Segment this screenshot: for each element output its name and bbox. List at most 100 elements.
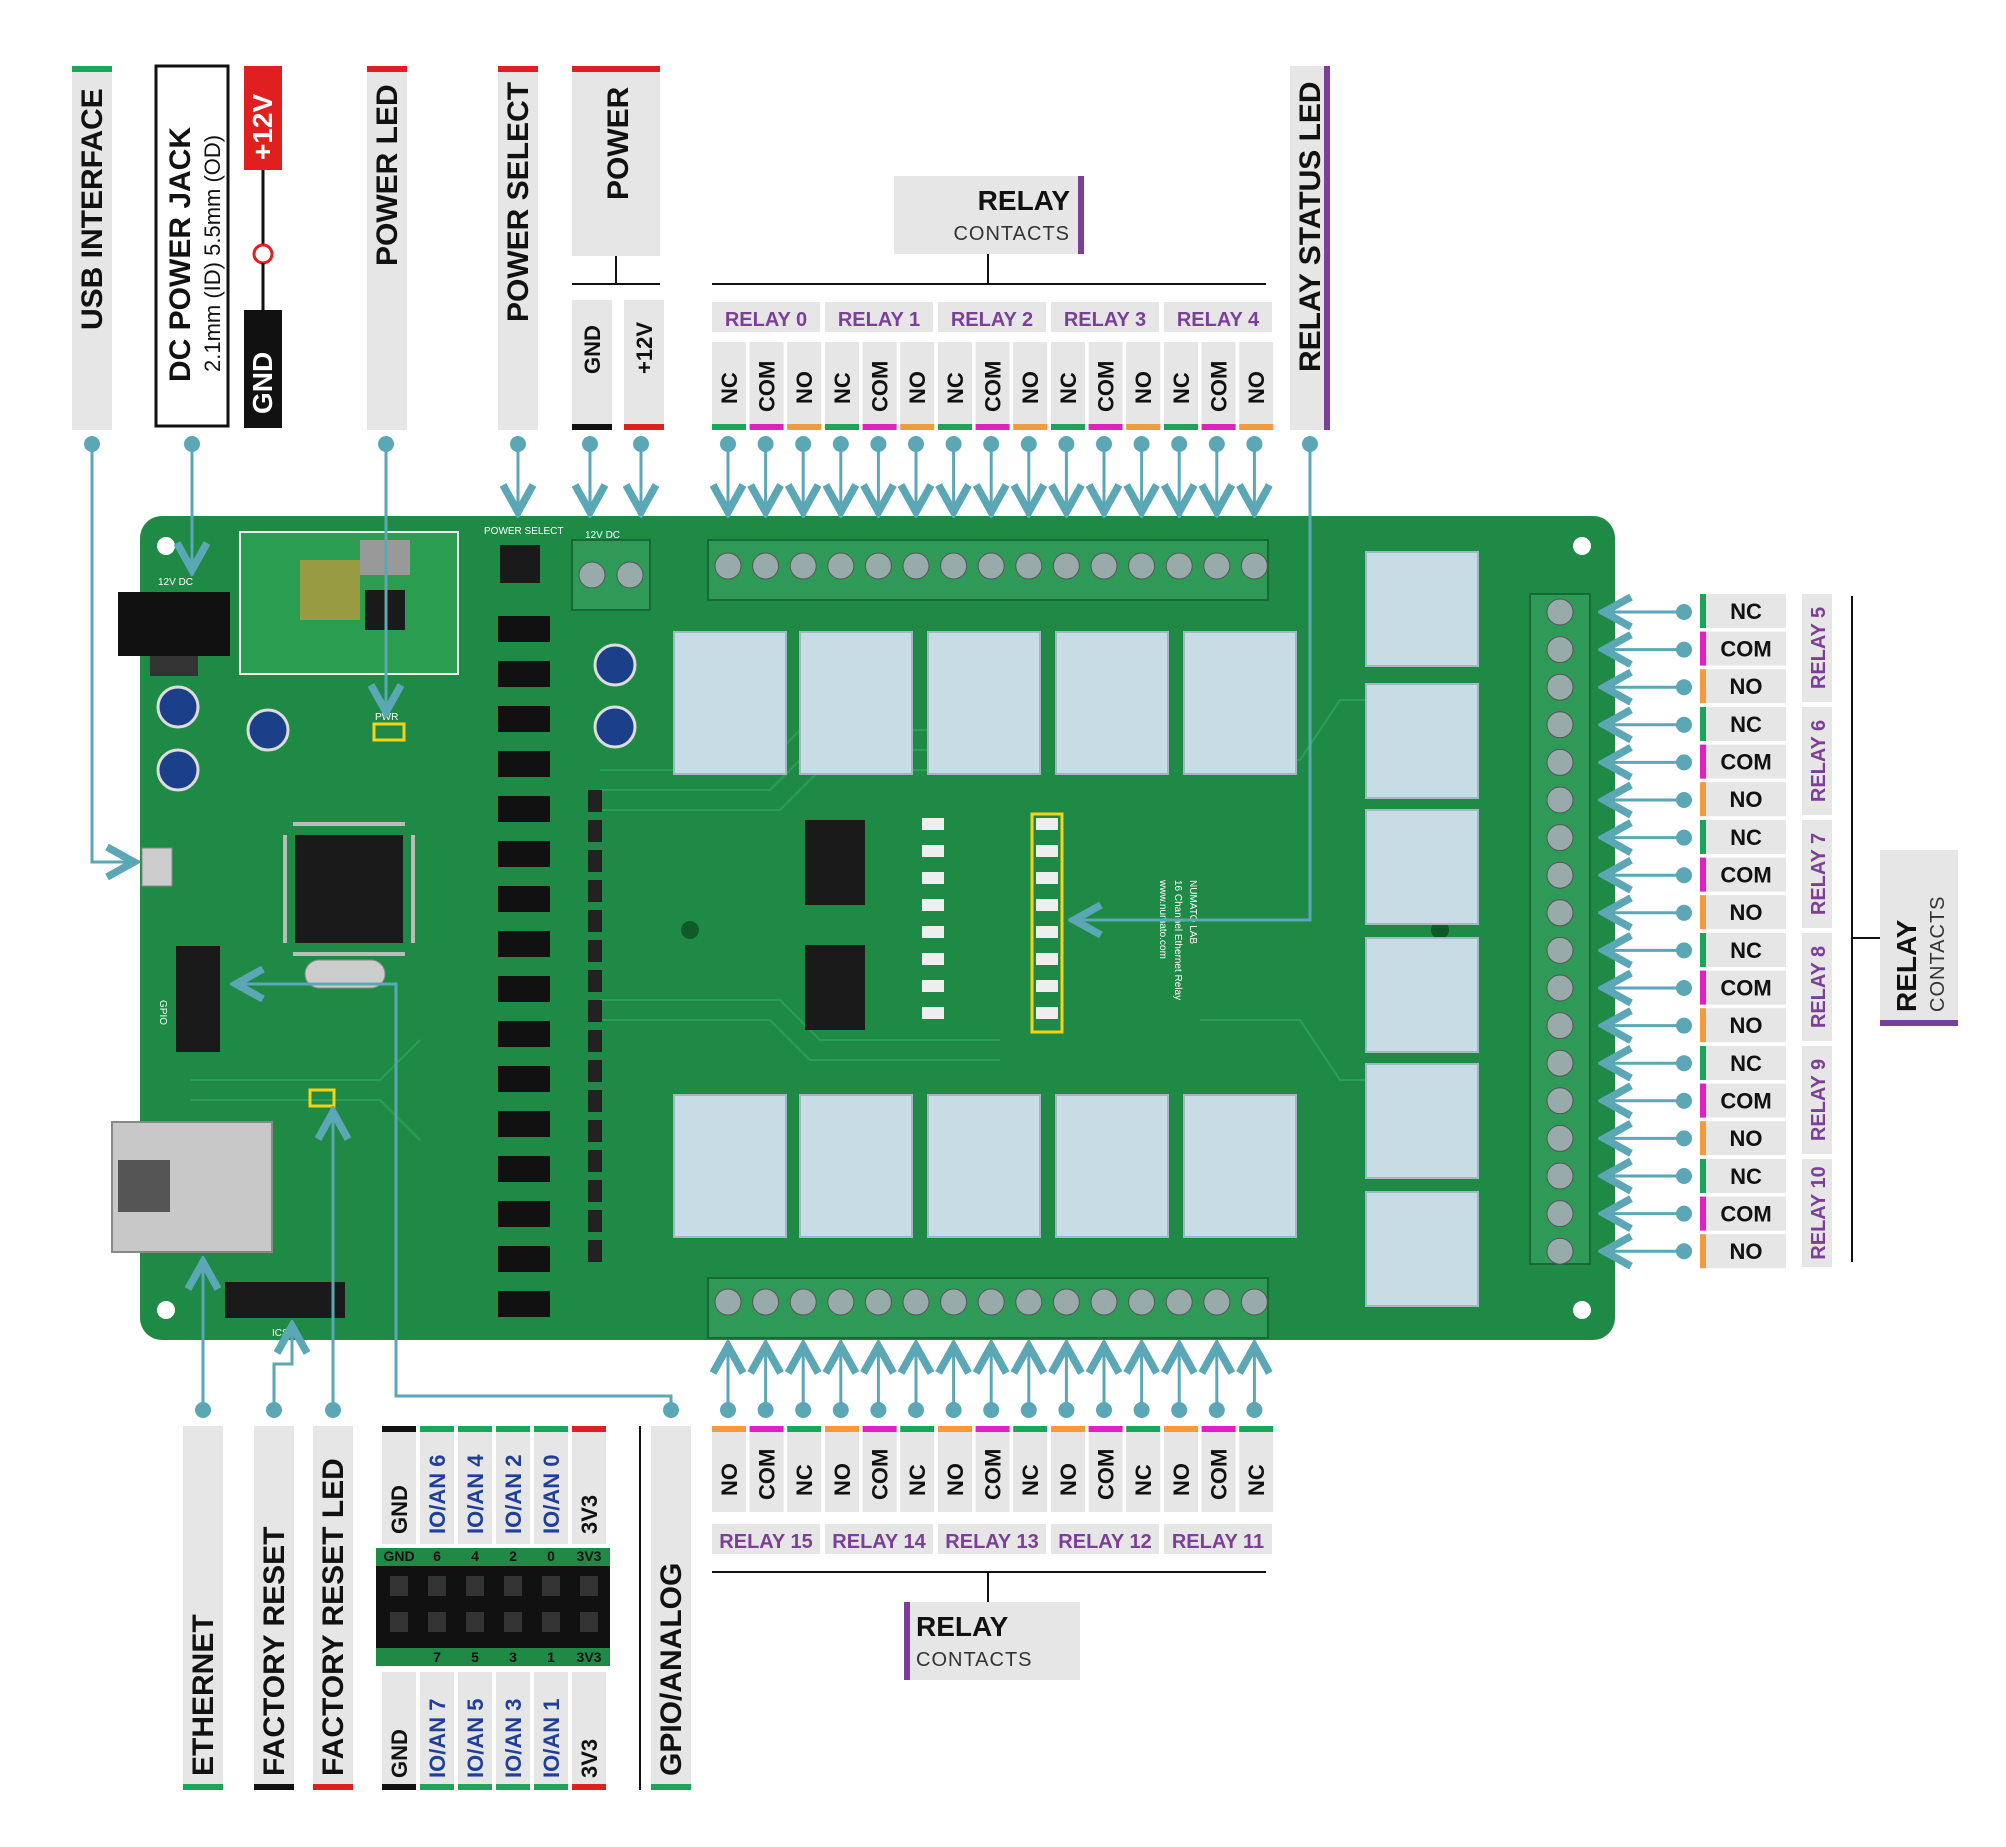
power-select-label-bg	[498, 66, 538, 430]
terminal-label: NO	[830, 1463, 855, 1496]
terminal-screw	[827, 1288, 855, 1316]
terminal-label-bg	[1051, 1426, 1085, 1512]
status-led	[922, 872, 944, 884]
terminal-color-bar	[1700, 1083, 1706, 1118]
resistor	[588, 1120, 602, 1142]
terminal-label: NO	[717, 1463, 742, 1496]
terminal-label: NC	[1730, 938, 1762, 963]
terminal-screw	[1128, 552, 1156, 580]
terminal-label: NC	[1018, 1464, 1043, 1496]
terminal-screw	[1546, 974, 1574, 1002]
gpio-pin-bg	[458, 1426, 492, 1544]
status-led	[922, 980, 944, 992]
terminal-color-bar	[1700, 820, 1706, 854]
power-select-label: POWER SELECT	[502, 82, 535, 322]
terminal-color-bar	[712, 1426, 746, 1432]
terminal-label-bg	[1239, 342, 1274, 428]
terminal-label-bg	[1164, 342, 1198, 428]
relay-cube	[1365, 937, 1479, 1053]
relay-name: RELAY 6	[1808, 720, 1830, 802]
terminal-color-bar	[1700, 669, 1706, 704]
status-led	[1036, 899, 1058, 911]
relay-name-bg	[712, 302, 820, 332]
terminal-color-bar	[1700, 1159, 1706, 1193]
terminal-label-bg	[1126, 342, 1161, 428]
terminal-color-bar	[1239, 1426, 1274, 1432]
relay-name: RELAY 0	[725, 309, 807, 331]
terminal-label-bg	[1088, 1426, 1123, 1512]
status-led	[922, 1007, 944, 1019]
terminal-label: COM	[1720, 637, 1771, 662]
relay-name-bg	[1164, 302, 1272, 332]
leader-dot	[510, 436, 526, 452]
right-terminal-block	[1529, 593, 1591, 1265]
driver-chip	[498, 1201, 550, 1227]
header-pin	[428, 1612, 446, 1632]
terminal-color-bar	[1700, 631, 1706, 666]
leader-dot	[325, 1402, 341, 1418]
header-silk: 0	[547, 1548, 555, 1564]
status-led	[1036, 818, 1058, 830]
status-led	[1036, 845, 1058, 857]
leader-dot	[582, 436, 598, 452]
leader-line	[1074, 444, 1312, 920]
terminal-label-bg	[1051, 342, 1085, 428]
right-relay-sub: CONTACTS	[1927, 895, 1949, 1012]
resistor	[588, 820, 602, 842]
relay-cube	[927, 631, 1041, 775]
usb-interface-label: USB INTERFACE	[76, 88, 109, 330]
header-silk: 3V3	[577, 1649, 602, 1665]
terminal-screw	[1546, 1087, 1574, 1115]
relay-status-led-column	[1030, 812, 1064, 1034]
crystal	[304, 959, 386, 989]
resistor	[588, 1180, 602, 1202]
terminal-color-bar	[1700, 1234, 1706, 1269]
terminal-color-bar	[1126, 424, 1161, 430]
relay-name: RELAY 11	[1172, 1531, 1264, 1553]
relay-cube	[1365, 551, 1479, 667]
relay-status-led-label: RELAY STATUS LED	[1294, 81, 1327, 372]
terminal-label: NC	[717, 372, 742, 404]
top-relay-contacts-header: RELAY CONTACTS	[712, 176, 1266, 285]
terminal-color-bar	[862, 424, 897, 430]
terminal-screw	[1546, 598, 1574, 626]
relay-cube	[1055, 1094, 1169, 1238]
power-select-jumper	[500, 545, 540, 583]
relay-name: RELAY 4	[1177, 309, 1260, 331]
header-pin	[466, 1576, 484, 1596]
terminal-screw	[1546, 1049, 1574, 1077]
power-12v-label: +12V	[632, 322, 657, 374]
terminal-label-bg	[900, 342, 935, 428]
terminal-label-bg	[862, 342, 897, 428]
terminal-screw	[752, 552, 780, 580]
gpio-color-bar	[534, 1784, 568, 1790]
terminal-label: COM	[1720, 750, 1771, 775]
bottom-left-labels: ETHERNET FACTORY RESET FACTORY RESET LED…	[183, 1426, 691, 1790]
header-silk: 7	[433, 1649, 441, 1665]
gpio-color-bar	[382, 1426, 416, 1432]
gpio-pin-label: IO/AN 2	[501, 1455, 526, 1534]
terminal-label-bg	[1700, 669, 1786, 704]
gpio-pin-label: IO/AN 7	[425, 1699, 450, 1778]
terminal-color-bar	[1700, 707, 1706, 741]
terminal-label: COM	[1207, 1449, 1232, 1500]
terminal-color-bar	[975, 424, 1010, 430]
terminal-color-bar	[1088, 1426, 1123, 1432]
driver-ic-u4	[805, 820, 865, 905]
terminal-screw	[1240, 1288, 1268, 1316]
gpio-pin-label: GND	[387, 1729, 412, 1778]
bottom-relay-title: RELAY	[916, 1611, 1009, 1642]
terminal-color-bar	[1700, 594, 1706, 628]
usb-label-bg	[72, 66, 112, 430]
gpio-color-bar	[534, 1426, 568, 1432]
terminal-screw	[714, 552, 742, 580]
relay-cube	[799, 1094, 913, 1238]
terminal-label-bg	[1700, 1121, 1786, 1156]
relay-cube	[673, 1094, 787, 1238]
driver-chip	[498, 616, 550, 642]
